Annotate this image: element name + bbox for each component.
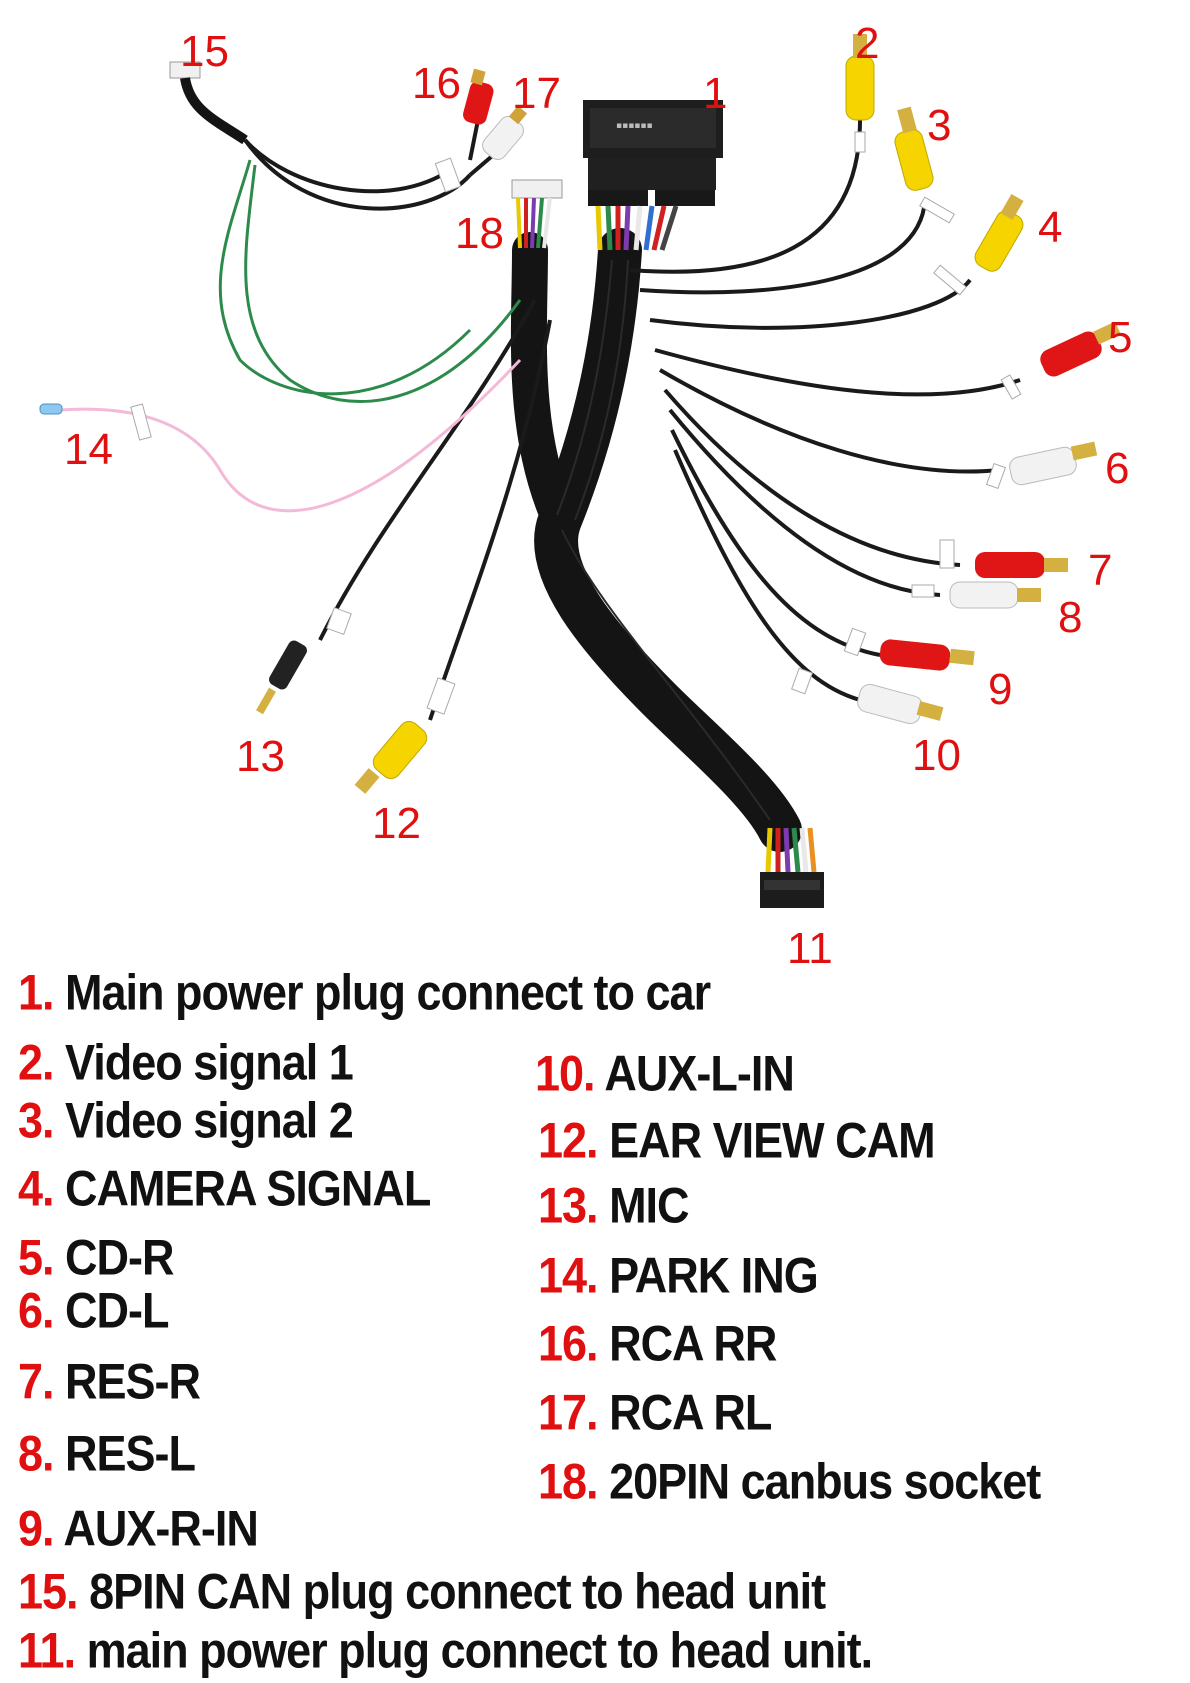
wire-video1 <box>629 119 862 274</box>
legend-item-1: 1. Main power plug connect to car <box>18 963 711 1021</box>
rca-auxr <box>879 639 975 671</box>
wire-cdr <box>654 348 1021 397</box>
callout-14: 14 <box>64 425 113 474</box>
wire-resl <box>668 408 941 597</box>
wire-video2 <box>639 199 927 295</box>
legend-item-8: 8. RES-L <box>18 1424 196 1482</box>
callout-13: 13 <box>236 732 285 781</box>
rca-resr <box>975 552 1068 578</box>
wire-camera <box>649 278 972 330</box>
callout-12: 12 <box>372 799 421 848</box>
legend-item-11: 11. main power plug connect to head unit… <box>18 1621 873 1679</box>
head-unit-power-plug <box>760 827 824 908</box>
callout-11: 11 <box>787 924 833 973</box>
left-branch-wires <box>318 299 552 721</box>
legend-item-10: 10. AUX-L-IN <box>535 1044 795 1102</box>
legend-item-17: 17. RCA RL <box>538 1383 772 1441</box>
wire-cdl <box>658 368 1001 474</box>
wire-tags <box>130 131 1022 715</box>
canbus-20pin-socket <box>511 179 563 249</box>
rca-video2 <box>894 106 934 191</box>
right-branch-wires <box>629 119 1021 702</box>
legend-item-13: 13. MIC <box>538 1176 690 1234</box>
callout-4: 4 <box>1038 203 1063 252</box>
callout-9: 9 <box>988 665 1013 714</box>
rca-video1 <box>845 34 875 121</box>
park-wire-terminal <box>39 403 63 415</box>
mic-jack <box>256 640 307 715</box>
callout-3: 3 <box>927 101 952 150</box>
callout-16: 16 <box>412 59 461 108</box>
legend-item-9: 9. AUX-R-IN <box>18 1499 259 1557</box>
wire-mic <box>318 299 537 641</box>
callout-8: 8 <box>1058 593 1083 642</box>
wiring-harness-diagram: ▪▪▪▪▪▪ <box>39 34 1121 908</box>
callout-6: 6 <box>1105 444 1130 493</box>
wire-auxl <box>673 449 861 702</box>
legend-item-6: 6. CD-L <box>18 1281 170 1339</box>
legend-item-7: 7. RES-R <box>18 1352 201 1410</box>
rca-auxl <box>857 683 944 725</box>
rca-rl-connector <box>468 105 528 177</box>
legend-item-18: 18. 20PIN canbus socket <box>538 1452 1041 1510</box>
legend-item-15: 15. 8PIN CAN plug connect to head unit <box>18 1562 826 1620</box>
main-sleeve <box>510 228 802 852</box>
callout-7: 7 <box>1088 546 1113 595</box>
legend-item-4: 4. CAMERA SIGNAL <box>18 1159 431 1217</box>
svg-text:▪▪▪▪▪▪: ▪▪▪▪▪▪ <box>616 121 653 131</box>
legend-item-16: 16. RCA RR <box>538 1314 777 1372</box>
callout-2: 2 <box>855 19 880 68</box>
callout-5: 5 <box>1108 313 1133 362</box>
legend-item-5: 5. CD-R <box>18 1228 175 1286</box>
sleeve-texture <box>556 259 771 821</box>
callout-18: 18 <box>455 209 504 258</box>
legend-item-3: 3. Video signal 2 <box>18 1091 354 1149</box>
green-can-wire-2 <box>244 164 522 403</box>
main-power-plug: ▪▪▪▪▪▪ <box>583 100 723 251</box>
wire-rear-view <box>428 319 552 721</box>
callout-1: 1 <box>703 69 728 118</box>
rca-rear-view <box>354 720 428 794</box>
legend-item-14: 14. PARK ING <box>538 1246 819 1304</box>
rca-resl <box>949 581 1041 609</box>
wire-resr <box>663 388 961 567</box>
callout-10: 10 <box>912 731 961 780</box>
callout-17: 17 <box>512 69 561 118</box>
rca-cdl <box>1009 441 1098 486</box>
wire-auxr <box>670 429 881 657</box>
callout-15: 15 <box>180 27 229 76</box>
legend-item-2: 2. Video signal 1 <box>18 1033 354 1091</box>
legend-item-12: 12. EAR VIEW CAM <box>538 1111 936 1169</box>
rca-rr-connector <box>463 68 494 161</box>
rca-camera <box>974 193 1024 272</box>
rca-cdr <box>1040 321 1121 377</box>
green-can-wire <box>218 159 472 396</box>
